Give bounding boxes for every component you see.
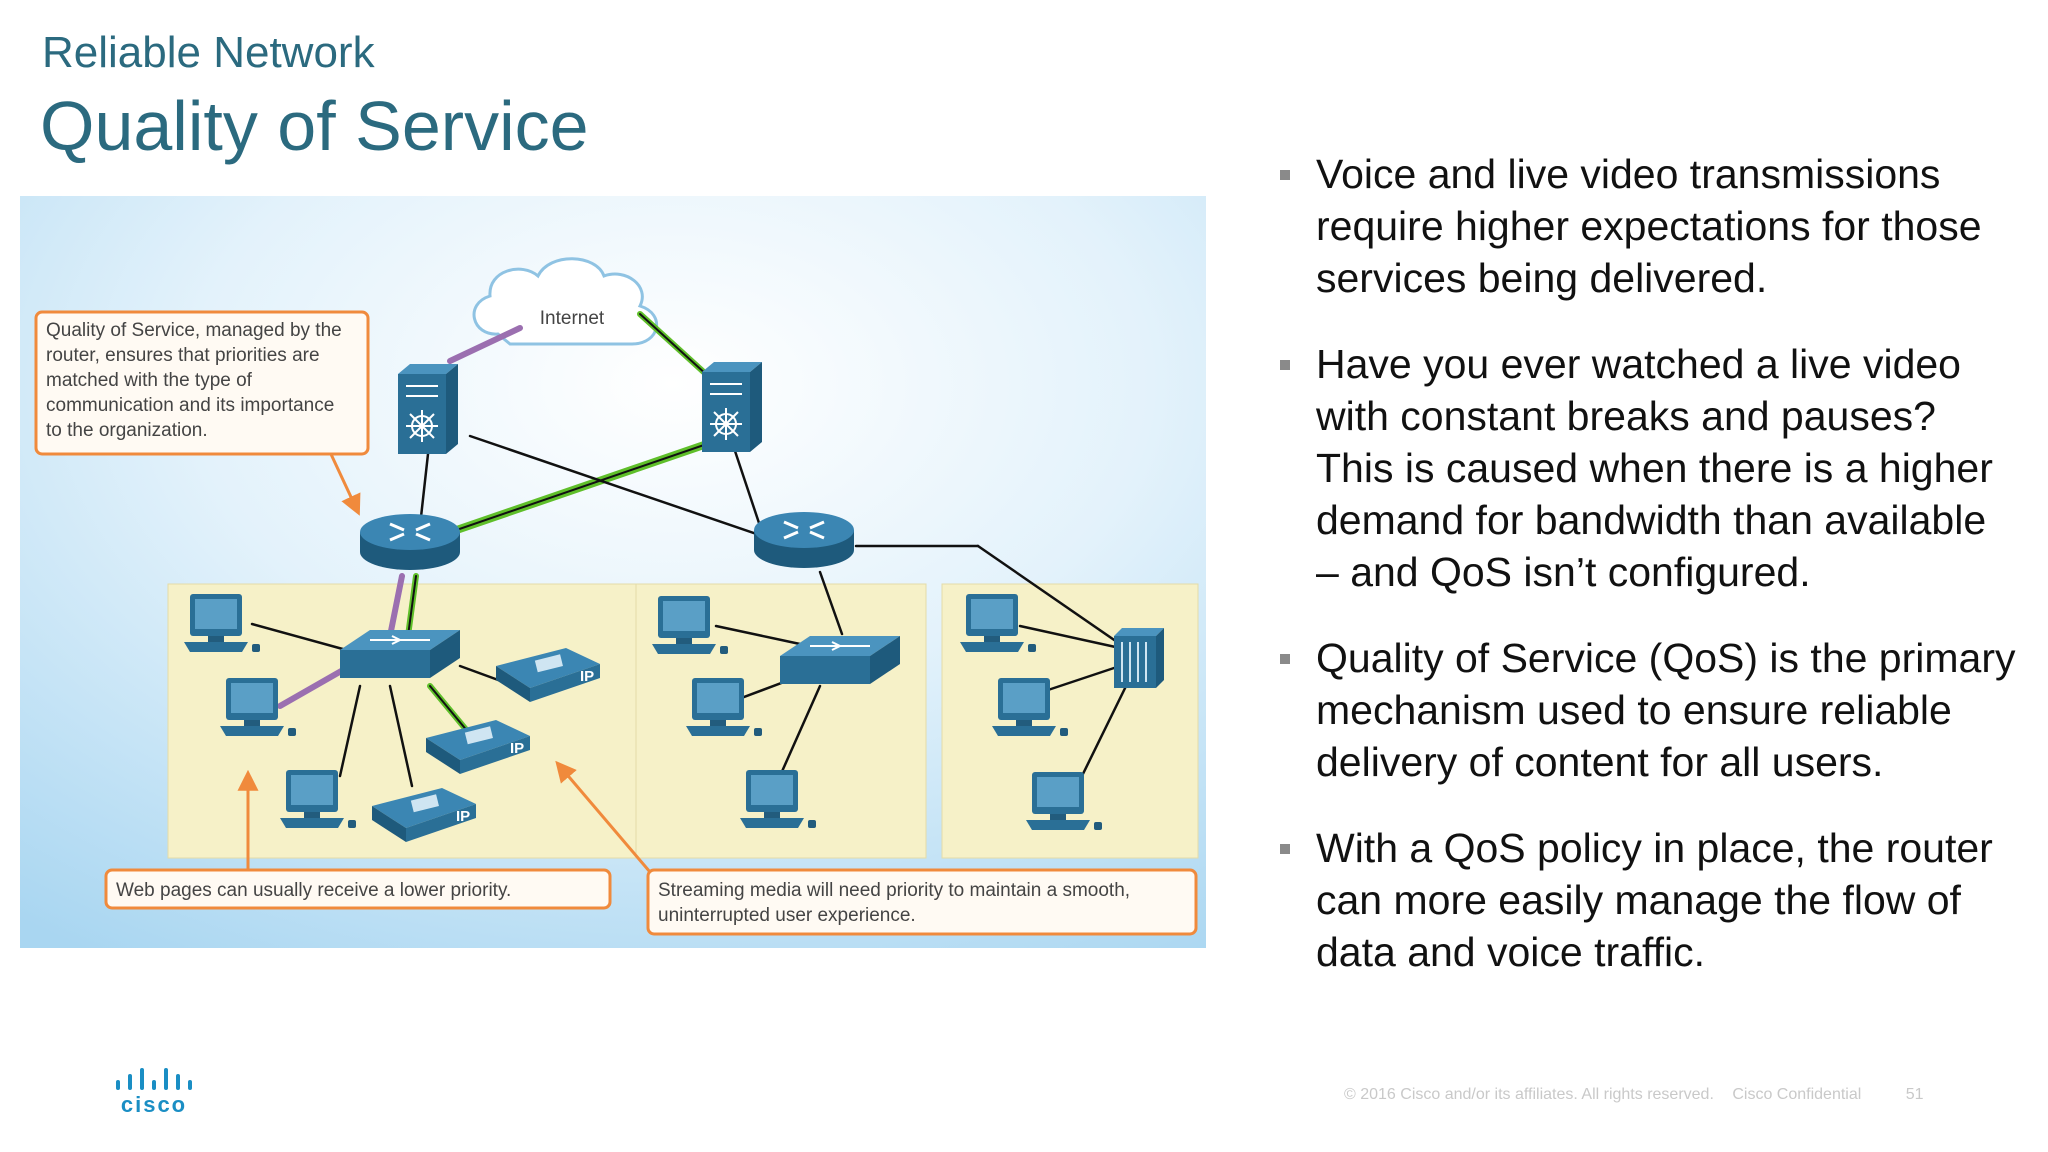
bullet-item: Quality of Service (QoS) is the primary … bbox=[1276, 632, 2016, 788]
callout-arrows bbox=[237, 451, 652, 873]
slide-title: Quality of Service bbox=[40, 87, 589, 165]
router-icon bbox=[358, 512, 462, 572]
cloud-label: Internet bbox=[540, 308, 605, 329]
web-pages-callout-text: Web pages can usually receive a lower pr… bbox=[116, 880, 511, 901]
cisco-wordmark: cisco bbox=[120, 1092, 188, 1117]
cisco-bars-icon bbox=[116, 1068, 192, 1090]
footer-meta: © 2016 Cisco and/or its affiliates. All … bbox=[1344, 1086, 1938, 1104]
cisco-logo: cisco bbox=[112, 1068, 196, 1117]
ip-phone-label: IP bbox=[510, 740, 524, 757]
bullet-item: With a QoS policy in place, the router c… bbox=[1276, 822, 2016, 978]
web-pages-callout: Web pages can usually receive a lower pr… bbox=[104, 868, 612, 910]
bullet-text: With a QoS policy in place, the router c… bbox=[1316, 825, 1993, 975]
ip-phone-icon: IP bbox=[372, 788, 476, 842]
network-links bbox=[250, 311, 1132, 788]
footer-confidential: Cisco Confidential bbox=[1732, 1086, 1862, 1103]
multilayer-switch-icon bbox=[701, 361, 763, 453]
bullet-text: Quality of Service (QoS) is the primary … bbox=[1316, 635, 2016, 785]
streaming-callout-text: Streaming media will need priority to ma… bbox=[658, 880, 1135, 926]
server-icon bbox=[1114, 628, 1164, 688]
qos-network-diagram: Internet bbox=[20, 196, 1206, 948]
zone-middle bbox=[635, 583, 927, 859]
bullet-square-icon bbox=[1280, 654, 1290, 664]
ip-phone-icon: IP bbox=[496, 648, 600, 702]
bullet-square-icon bbox=[1280, 170, 1290, 180]
internet-cloud-icon: Internet bbox=[472, 257, 658, 346]
bullet-item: Have you ever watched a live video with … bbox=[1276, 338, 2016, 598]
page-number: 51 bbox=[1905, 1086, 1924, 1103]
qos-callout: Quality of Service, managed by the route… bbox=[34, 310, 370, 456]
qos-callout-text: Quality of Service, managed by the route… bbox=[46, 320, 347, 441]
multilayer-switch-icon bbox=[397, 363, 459, 455]
slide-subtitle: Reliable Network bbox=[42, 28, 375, 77]
bullet-list: Voice and live video transmissions requi… bbox=[1276, 148, 2016, 1012]
ip-phone-label: IP bbox=[456, 808, 470, 825]
bullet-square-icon bbox=[1280, 360, 1290, 370]
footer-copyright: © 2016 Cisco and/or its affiliates. All … bbox=[1344, 1086, 1714, 1103]
router-icon bbox=[752, 510, 856, 570]
bullet-square-icon bbox=[1280, 844, 1290, 854]
bullet-item: Voice and live video transmissions requi… bbox=[1276, 148, 2016, 304]
bullet-text: Voice and live video transmissions requi… bbox=[1316, 151, 1982, 301]
streaming-callout: Streaming media will need priority to ma… bbox=[646, 868, 1198, 936]
bullet-text: Have you ever watched a live video with … bbox=[1316, 341, 1993, 595]
ip-phone-icon: IP bbox=[426, 720, 530, 774]
ip-phone-label: IP bbox=[580, 668, 594, 685]
